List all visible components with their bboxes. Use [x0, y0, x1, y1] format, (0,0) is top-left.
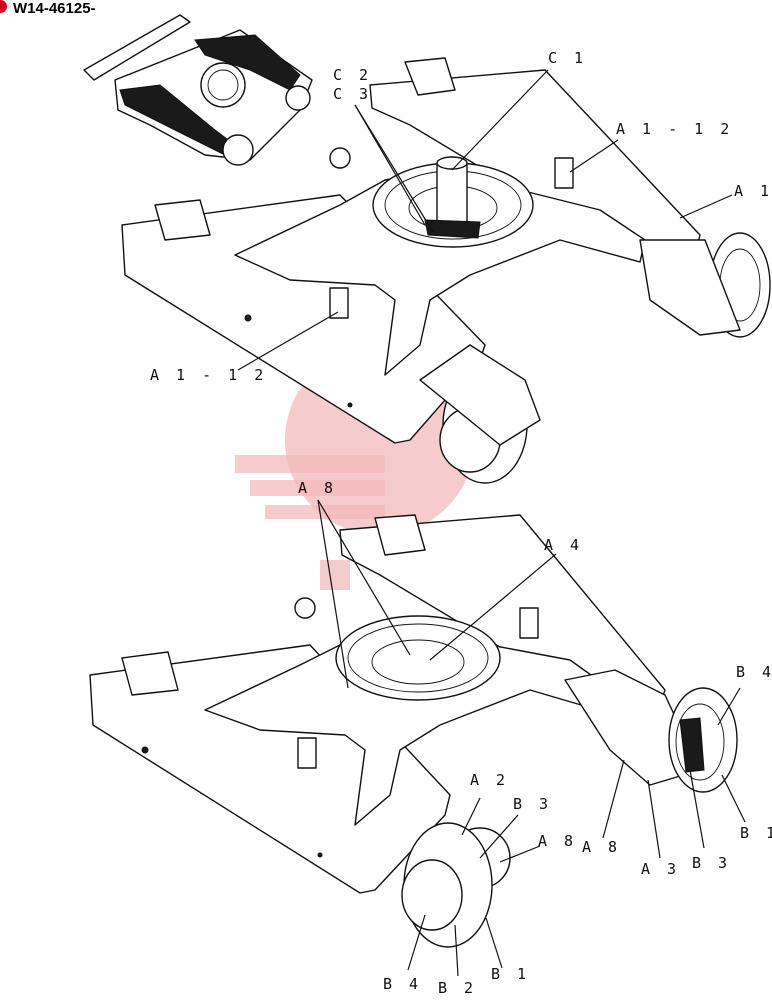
- document-id: W14-46125-: [0, 0, 96, 18]
- callout-a8-left: A 8: [538, 832, 578, 850]
- callout-a1-12-left: A 1 - 1 2: [150, 366, 268, 384]
- callout-a4: A 4: [544, 536, 584, 554]
- top-bracket-left: [329, 287, 349, 319]
- callout-a1-12-right: A 1 - 1 2: [616, 120, 734, 138]
- top-track-frame: [121, 57, 771, 484]
- callout-b3-left: B 3: [513, 795, 553, 813]
- callout-c2: C 2: [333, 66, 373, 84]
- top-swivel-joint: [436, 161, 468, 225]
- top-step-pad-front: [154, 199, 211, 241]
- callout-a3: A 3: [641, 860, 681, 878]
- top-step-pad-rear: [404, 57, 456, 96]
- leader-lines: [237, 69, 746, 977]
- bottom-step-pad-front: [121, 651, 179, 696]
- callout-c3: C 3: [333, 85, 373, 103]
- bottom-track-frame: [89, 514, 738, 948]
- bottom-bracket-right: [519, 607, 539, 639]
- callout-b2: B 2: [438, 979, 478, 997]
- bottom-sprocket-hub-cover: [401, 859, 463, 931]
- callout-a2: A 2: [470, 771, 510, 789]
- document-id-text: W14-46125-: [13, 0, 96, 17]
- callout-a8-right: A 8: [582, 838, 622, 856]
- callout-b1-right: B 1: [740, 824, 772, 842]
- document-id-marker: [0, 0, 7, 13]
- callout-b1-bottom: B 1: [491, 965, 531, 983]
- top-motor-housing-rear: [639, 239, 741, 336]
- bottom-bracket-left: [297, 737, 317, 769]
- callout-b3-right: B 3: [692, 854, 732, 872]
- callout-a1: A 1: [734, 182, 772, 200]
- callout-c1: C 1: [548, 49, 588, 67]
- callout-a8-top: A 8: [298, 479, 338, 497]
- overview-thumbnail: [83, 14, 313, 166]
- top-bracket-right: [554, 157, 574, 189]
- callout-b4-bottom: B 4: [383, 975, 423, 993]
- bottom-step-pad-rear: [374, 514, 426, 556]
- bottom-sprocket-rear: [668, 687, 738, 793]
- callout-b4-right: B 4: [736, 663, 772, 681]
